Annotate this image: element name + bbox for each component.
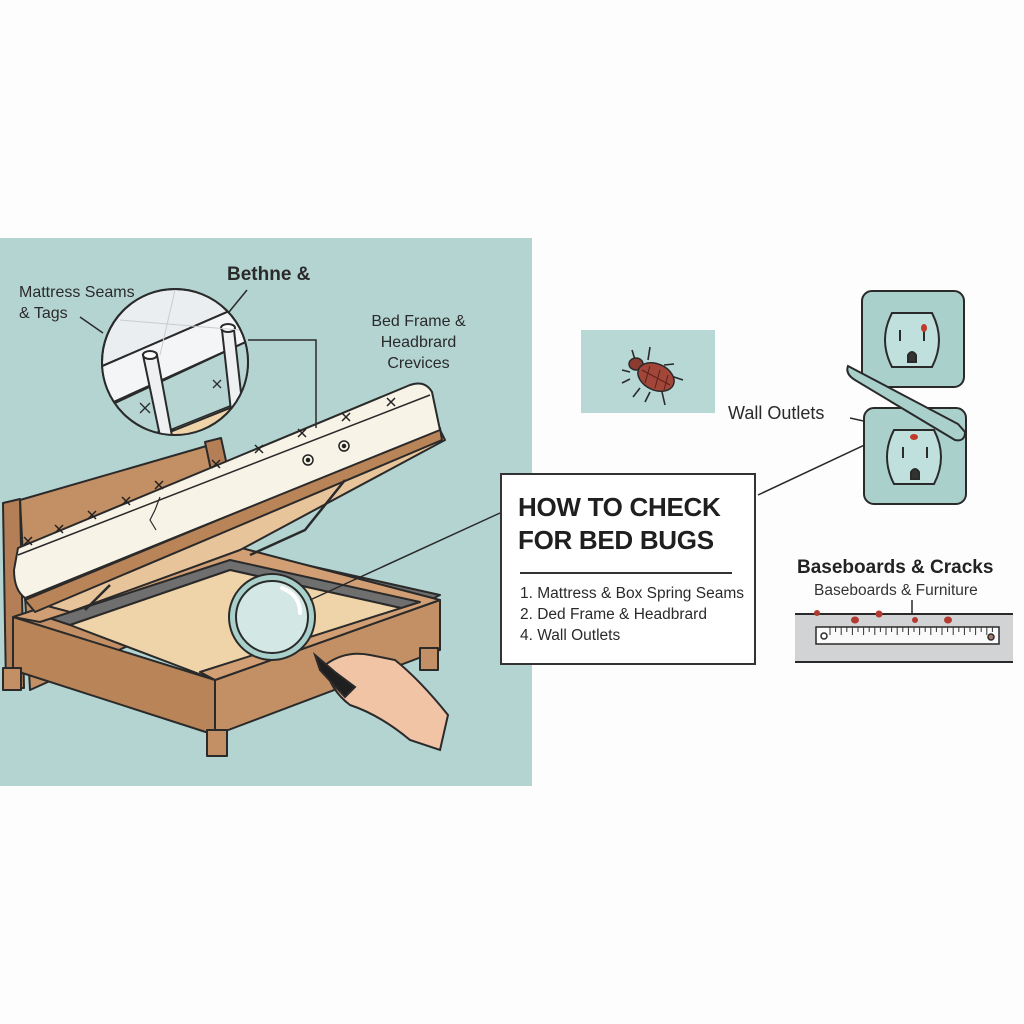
label-line: Mattress Seams bbox=[19, 284, 135, 301]
bug-spot bbox=[851, 616, 859, 624]
label-line: & Tags bbox=[19, 305, 68, 322]
label-line: Crevices bbox=[387, 355, 450, 372]
bed-bug-icon bbox=[621, 346, 684, 406]
x-mark bbox=[87, 510, 97, 520]
baseboard bbox=[795, 610, 1013, 663]
bug-spot bbox=[944, 616, 952, 624]
title-divider bbox=[520, 572, 732, 574]
info-title: HOW TO CHECK FOR BED BUGS bbox=[518, 491, 721, 557]
label-bed-frame: Bed Frame & Headbrard Crevices bbox=[366, 311, 471, 374]
bug-spot bbox=[814, 610, 820, 616]
info-box: HOW TO CHECK FOR BED BUGS 1. Mattress & … bbox=[500, 473, 756, 665]
label-baseboards-sub: Baseboards & Furniture bbox=[814, 582, 978, 599]
lift-strut-left bbox=[84, 584, 111, 611]
label-mattress-seams: Mattress Seams & Tags bbox=[19, 282, 135, 324]
bed-bug-swatch bbox=[581, 330, 715, 413]
bed-leg-front bbox=[206, 729, 228, 757]
x-mark bbox=[254, 444, 264, 454]
x-mark bbox=[121, 496, 131, 506]
magnifier-lens bbox=[235, 580, 309, 654]
magnified-detail bbox=[101, 288, 249, 436]
leader-frame bbox=[248, 339, 317, 428]
checklist: 1. Mattress & Box Spring Seams 2. Ded Fr… bbox=[520, 583, 744, 646]
mattress-seam bbox=[17, 394, 431, 556]
bed-leg-left bbox=[2, 667, 22, 691]
x-mark bbox=[341, 412, 351, 422]
label-bethne: Bethne & bbox=[227, 264, 311, 285]
crack bbox=[149, 496, 161, 531]
x-mark bbox=[386, 397, 396, 407]
inspection-dots bbox=[302, 440, 350, 466]
x-mark bbox=[154, 480, 164, 490]
bug-spot bbox=[875, 610, 883, 618]
x-mark bbox=[211, 459, 221, 469]
checklist-item: 2. Ded Frame & Headbrard bbox=[520, 606, 707, 623]
lift-strut-right bbox=[249, 479, 346, 557]
outlet-cover-strip bbox=[846, 364, 967, 442]
wall-outlets bbox=[846, 290, 967, 505]
ruler bbox=[815, 626, 1000, 645]
dot-marker bbox=[338, 440, 350, 452]
label-line: Bed Frame & bbox=[371, 313, 466, 330]
title-line: FOR BED BUGS bbox=[518, 525, 714, 555]
bed-rail-top bbox=[12, 544, 441, 681]
label-wall-outlets: Wall Outlets bbox=[728, 403, 825, 423]
magnifier-hand bbox=[228, 573, 450, 752]
label-baseboards-title: Baseboards & Cracks bbox=[797, 557, 994, 578]
leader-bethne bbox=[228, 289, 248, 313]
mattress-top bbox=[13, 382, 441, 599]
checklist-item: 4. Wall Outlets bbox=[520, 627, 621, 644]
hand bbox=[323, 652, 450, 752]
checklist-item: 1. Mattress & Box Spring Seams bbox=[520, 585, 744, 602]
bug-spot bbox=[912, 617, 918, 623]
seam-marks bbox=[23, 397, 396, 546]
leader-mattress bbox=[79, 316, 104, 334]
x-mark bbox=[297, 428, 307, 438]
leader-box-magnifier bbox=[309, 512, 501, 601]
label-line: Headbrard bbox=[380, 334, 457, 351]
bed-leg-right bbox=[419, 647, 439, 671]
x-mark bbox=[23, 536, 33, 546]
x-mark bbox=[54, 524, 64, 534]
dot-marker bbox=[302, 454, 314, 466]
title-line: HOW TO CHECK bbox=[518, 492, 721, 522]
